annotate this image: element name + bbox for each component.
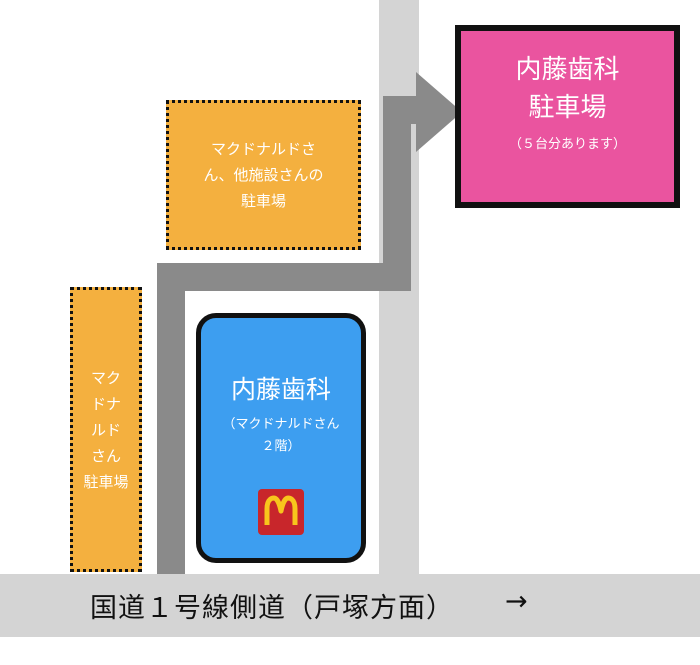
national-route-1-side-road [0, 574, 700, 637]
mcdonalds-shared-parking-label: マクドナルドさ ん、他施設さんの 駐車場 [203, 140, 324, 210]
clinic-floor-note: （マクドナルドさん ２階） [222, 417, 340, 454]
mcdonalds-shared-parking: マクドナルドさ ん、他施設さんの 駐車場 [166, 100, 361, 250]
golden-arches-icon [264, 495, 298, 525]
mcdonalds-parking-label: マク ドナ ルド さん 駐車場 [83, 368, 129, 491]
parking-capacity: （５台分あります） [508, 137, 626, 152]
mcdonalds-parking: マク ドナ ルド さん 駐車場 [70, 287, 142, 572]
naito-dental-parking: 内藤歯科 駐車場 （５台分あります） [455, 25, 680, 208]
direction-arrow-icon: → [505, 586, 528, 617]
road-label: 国道１号線側道（戸塚方面） [90, 593, 454, 624]
clinic-name: 内藤歯科 [230, 375, 331, 404]
parking-title: 内藤歯科 駐車場 [515, 55, 620, 123]
mcdonalds-logo-icon [258, 489, 304, 535]
